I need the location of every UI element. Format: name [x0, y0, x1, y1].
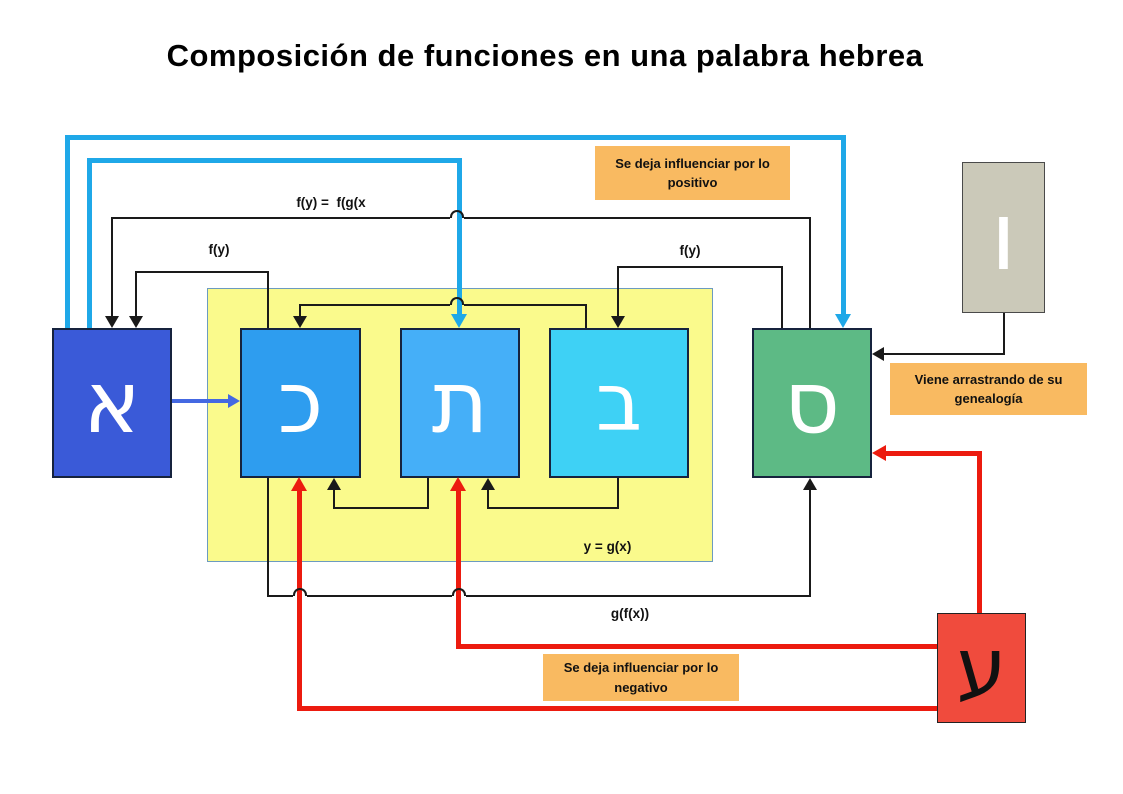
hebrew-letter-tav: ת — [431, 353, 489, 453]
line-bet-tav-vert-left — [487, 490, 489, 509]
line-fgx-horiz-seg1 — [112, 217, 450, 219]
line-hop — [450, 297, 464, 305]
hebrew-letter-aleph: א — [83, 353, 141, 453]
callout-negative: Se deja influenciar por lo negativo — [543, 654, 739, 701]
label-y-gx: y = g(x) — [583, 539, 632, 554]
line-positive-outer-vert-right — [841, 135, 846, 316]
arrowhead-into-aleph-1 — [105, 316, 119, 328]
letter-box-vav: ו — [962, 162, 1045, 313]
arrowhead-into-bet-top — [611, 316, 625, 328]
line-fy-right-horiz — [617, 266, 783, 268]
line-vav-vert — [1003, 313, 1005, 355]
letter-box-aleph: א — [52, 328, 172, 478]
hebrew-letter-ayin: ע — [956, 621, 1007, 714]
line-positive-inner-horiz — [87, 158, 462, 163]
line-bet-kaf-horiz-seg2 — [464, 304, 587, 306]
line-gfx-horiz-seg1 — [267, 595, 293, 597]
line-bet-tav-vert-right — [617, 478, 619, 509]
arrowhead-into-kaf-bottom — [327, 478, 341, 490]
arrowhead-positive-into-tav — [451, 314, 467, 328]
hebrew-letter-bet: ב — [595, 356, 643, 449]
label-g-fx: g(f(x)) — [610, 606, 650, 621]
line-aleph-kaf — [172, 399, 230, 403]
line-fy-right-vert-right — [781, 266, 783, 328]
callout-positive-text: Se deja influenciar por lo positivo — [615, 155, 770, 191]
arrowhead-into-samekh-bottom — [803, 478, 817, 490]
line-tav-kaf-vert-right — [427, 478, 429, 509]
line-negative-kaf-horiz — [297, 706, 937, 711]
hebrew-letter-samekh: ס — [784, 353, 840, 453]
line-gfx-horiz-seg2 — [307, 595, 452, 597]
letter-box-tav: ת — [400, 328, 520, 478]
line-fgx-vert-left — [111, 217, 113, 317]
callout-positive: Se deja influenciar por lo positivo — [595, 146, 790, 200]
letter-box-samekh: ס — [752, 328, 872, 478]
arrowhead-negative-into-kaf — [291, 477, 307, 491]
callout-genealogy-text: Viene arrastrando de su genealogía — [914, 371, 1063, 407]
arrowhead-negative-into-samekh — [872, 445, 886, 461]
line-hop — [452, 588, 466, 596]
arrowhead-negative-into-tav — [450, 477, 466, 491]
line-bet-tav-horiz — [487, 507, 619, 509]
line-gfx-horiz-seg3 — [466, 595, 811, 597]
line-fy-left-vert — [135, 271, 137, 317]
callout-negative-text: Se deja influenciar por lo negativo — [563, 660, 719, 695]
arrowhead-positive-into-samekh — [835, 314, 851, 328]
line-bet-kaf-vert-left — [299, 304, 301, 317]
letter-box-kaf: כ — [240, 328, 361, 478]
line-negative-tav-vert — [456, 490, 461, 649]
line-hop — [450, 210, 464, 218]
line-hop — [293, 588, 307, 596]
line-positive-outer-horiz — [65, 135, 846, 140]
arrowhead-into-aleph-2 — [129, 316, 143, 328]
label-fy-fgx: f(y) = f(g(x — [296, 195, 366, 210]
line-bet-kaf-vert-right — [585, 304, 587, 328]
line-bet-kaf-horiz-seg1 — [299, 304, 450, 306]
line-positive-outer-vert-left — [65, 135, 70, 328]
arrowhead-aleph-into-kaf — [228, 394, 240, 408]
arrowhead-vav-into-samekh — [872, 347, 884, 361]
line-negative-kaf-vert — [297, 490, 302, 711]
letter-box-bet: ב — [549, 328, 689, 478]
callout-genealogy: Viene arrastrando de su genealogía — [890, 363, 1087, 415]
page-title: Composición de funciones en una palabra … — [166, 38, 924, 73]
line-tav-kaf-horiz — [333, 507, 429, 509]
arrowhead-into-kaf-top — [293, 316, 307, 328]
label-fy-left: f(y) — [208, 242, 230, 257]
arrowhead-into-tav-bottom — [481, 478, 495, 490]
line-negative-samekh-vert — [977, 451, 982, 613]
hebrew-letter-kaf: כ — [277, 353, 324, 453]
hebrew-letter-vav: ו — [990, 182, 1017, 292]
line-fy-right-vert-left — [617, 266, 619, 317]
line-tav-kaf-vert-left — [333, 490, 335, 509]
line-fgx-horiz-seg2 — [464, 217, 811, 219]
line-fy-left-horiz — [135, 271, 269, 273]
line-vav-horiz — [884, 353, 1004, 355]
line-positive-inner-vert-right — [457, 158, 462, 316]
line-positive-inner-vert-left — [87, 158, 92, 328]
letter-box-ayin: ע — [937, 613, 1026, 723]
line-negative-samekh-horiz — [884, 451, 980, 456]
line-gfx-vert-right — [809, 490, 811, 597]
line-negative-tav-horiz — [456, 644, 937, 649]
label-fy-right: f(y) — [679, 243, 701, 258]
line-fgx-vert-right — [809, 217, 811, 328]
